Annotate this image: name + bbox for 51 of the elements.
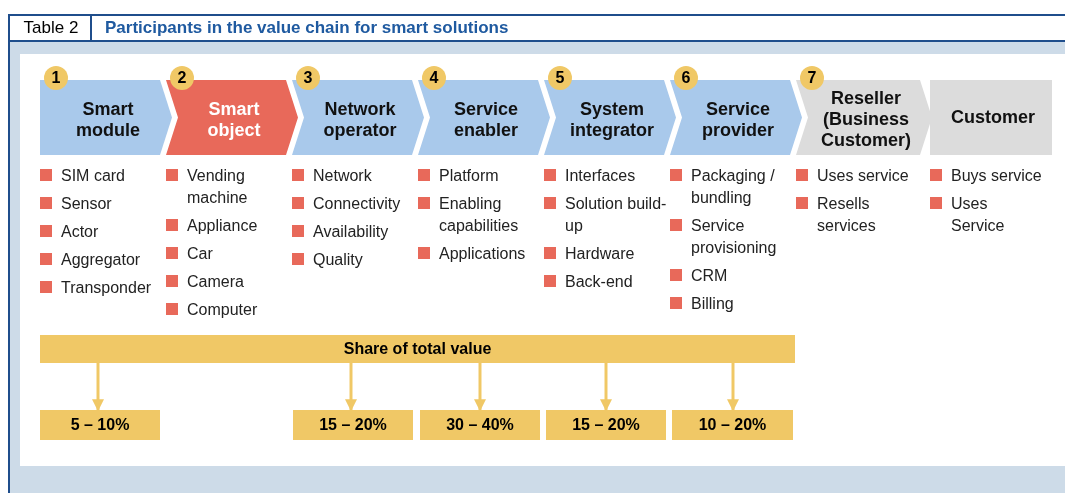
chevron-label: Smart module xyxy=(75,97,141,142)
list-item: Car xyxy=(187,244,213,264)
list-item: Back-end xyxy=(565,272,633,292)
table-number: Table 2 xyxy=(12,16,92,40)
list-item: Service provisioning xyxy=(691,216,778,258)
arrow xyxy=(600,363,612,412)
list-item: Actor xyxy=(61,222,99,242)
list-item: Network xyxy=(313,166,372,186)
value-box: 15 – 20% xyxy=(293,410,413,440)
list-item: Buys service xyxy=(951,166,1042,186)
list-item: Enabling capabilities xyxy=(439,194,520,236)
list-item: Hardware xyxy=(565,244,635,264)
chevron-label: Service provider xyxy=(701,97,775,142)
list-item: Uses service xyxy=(817,166,909,186)
chevron-label: System integrator xyxy=(569,97,655,142)
header-bar: Share of total value xyxy=(40,335,795,363)
list-item: Sensor xyxy=(61,194,112,214)
list-item: Billing xyxy=(691,294,734,314)
list-item: CRM xyxy=(691,266,728,286)
chevron-label: Network operator xyxy=(322,97,398,142)
list-item: Platform xyxy=(439,166,499,186)
value-box: 10 – 20% xyxy=(672,410,793,440)
list-item: Availability xyxy=(313,222,389,242)
list-item: Aggregator xyxy=(61,250,141,270)
list-item: Connectivity xyxy=(313,194,401,214)
table-title: Participants in the value chain for smart solutions xyxy=(105,17,509,39)
list-item: Applications xyxy=(439,244,526,264)
arrow xyxy=(727,363,739,412)
list-item: Uses Service xyxy=(951,194,1006,236)
arrow xyxy=(474,363,486,412)
list-item: Appliance xyxy=(187,216,258,236)
chevron-label: Smart object xyxy=(206,97,262,142)
list-item: Vending machine xyxy=(187,166,249,208)
chevron-label: Customer xyxy=(950,106,1036,129)
arrow xyxy=(345,363,357,412)
process-box xyxy=(930,80,1052,155)
value-box: 30 – 40% xyxy=(420,410,540,440)
list-item: SIM card xyxy=(61,166,125,186)
list-item: Quality xyxy=(313,250,363,270)
list-item: Solution build-up xyxy=(565,194,668,236)
value-box: 15 – 20% xyxy=(546,410,666,440)
list-item: Computer xyxy=(187,300,258,320)
value-box: 5 – 10% xyxy=(40,410,160,440)
list-item: Transponder xyxy=(61,278,152,298)
arrow xyxy=(92,363,104,412)
list-item: Camera xyxy=(187,272,244,292)
chevron-label: Reseller (Business Customer) xyxy=(820,87,912,152)
chevron-label: Service enabler xyxy=(452,97,520,142)
list-item: Interfaces xyxy=(565,166,636,186)
list-item: Packaging / bundling xyxy=(691,166,776,208)
list-item: Resells services xyxy=(817,194,877,236)
